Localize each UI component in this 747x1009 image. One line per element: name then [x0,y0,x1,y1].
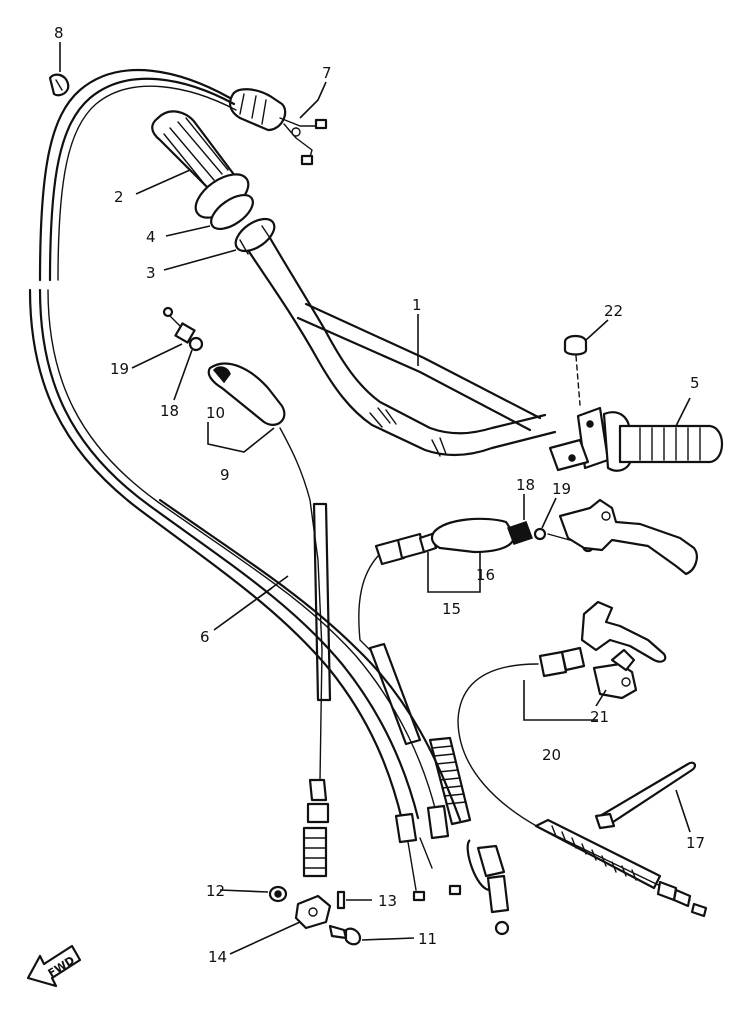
part-number-9: 9 [220,466,230,484]
part-number-1: 1 [412,296,422,314]
decompression-cable [457,646,708,918]
cable-band [594,761,697,830]
clutch-lever-holder [430,517,595,554]
holder-clamp [234,217,276,255]
brake-lever [580,600,667,663]
decompression-lever [592,648,638,700]
choke-lever [207,362,286,426]
clutch-lever [558,498,698,576]
part-number-16: 16 [476,566,495,584]
part-number-18: 18 [516,476,535,494]
joint-bolt [328,924,362,946]
part-number-22: 22 [604,302,623,320]
part-number-3: 3 [146,264,156,282]
part-number-11: 11 [418,930,437,948]
part-number-7: 7 [322,64,332,82]
handlebar [246,236,557,457]
part-number-12: 12 [206,882,225,900]
wire-clamp [48,73,70,97]
part-number-19: 19 [110,360,129,378]
part-number-6: 6 [200,628,210,646]
cable-joint [294,894,332,930]
throttle-grip-assembly [548,406,723,472]
part-number-8: 8 [54,24,64,42]
part-number-18: 18 [160,402,179,420]
part-number-5: 5 [690,374,700,392]
part-number-13: 13 [378,892,397,910]
handlebar-switch [229,88,328,166]
choke-cable [279,427,332,878]
part-number-21: 21 [590,708,609,726]
joint-nut [268,885,288,903]
part-number-10: 10 [206,404,225,422]
part-number-17: 17 [686,834,705,852]
part-number-20: 20 [542,746,561,764]
part-number-2: 2 [114,188,124,206]
part-number-19: 19 [552,480,571,498]
part-number-15: 15 [442,600,461,618]
clutch-cable [358,532,438,746]
fwd-arrow: FWD [26,944,82,988]
throttle-cap [563,334,588,406]
grip-collar [194,173,254,231]
throttle-cable [28,288,491,902]
part-number-4: 4 [146,228,156,246]
leader-lines [59,42,691,955]
joint-pin [336,890,346,910]
wire-harness [38,68,237,282]
part-number-14: 14 [208,948,227,966]
cable-boot [428,736,510,936]
cable-adjuster [162,306,204,352]
